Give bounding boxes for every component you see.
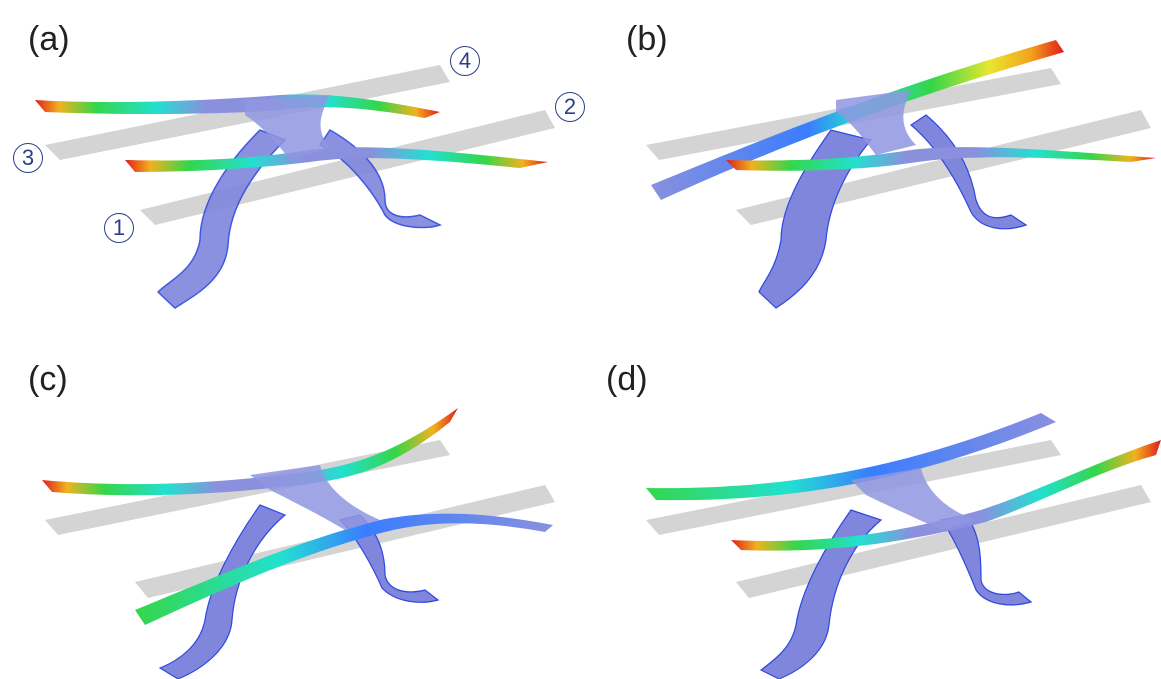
- central-hub: [250, 465, 380, 530]
- marker-2: 2: [555, 92, 585, 122]
- reference-strip-lower: [140, 110, 555, 225]
- panel-label: (d): [606, 360, 648, 398]
- leg-2: [939, 514, 1033, 606]
- panel-label: (c): [28, 360, 68, 398]
- reference-strip-upper: [646, 440, 1061, 535]
- marker-4: 4: [450, 46, 480, 76]
- panel-d: (d): [581, 340, 1161, 679]
- panel-label: (a): [28, 20, 70, 58]
- beam-upper: [35, 94, 440, 118]
- panel-b-figure: [646, 40, 1156, 309]
- marker-3: 3: [13, 143, 43, 173]
- central-hub: [851, 468, 976, 530]
- beam-lower: [135, 513, 553, 625]
- reference-strip-lower: [736, 110, 1151, 225]
- panel-c: (c): [0, 340, 580, 679]
- leg-1: [156, 129, 287, 309]
- leg-2: [909, 114, 1028, 230]
- panel-b: (b): [581, 0, 1161, 339]
- panel-c-figure: [42, 408, 555, 679]
- central-hub: [245, 95, 330, 160]
- beam-diagonal: [651, 40, 1064, 200]
- marker-1: 1: [104, 213, 134, 243]
- leg-1: [758, 129, 873, 309]
- panel-d-figure: [646, 413, 1161, 679]
- panel-a: (a) 4 2 3 1: [0, 0, 585, 339]
- beam-upper: [646, 413, 1056, 501]
- panel-a-figure: [35, 65, 555, 309]
- panel-label: (b): [626, 20, 668, 58]
- beam-lower: [726, 147, 1156, 171]
- beam-lower: [125, 147, 548, 172]
- beam-upper: [42, 408, 458, 496]
- central-hub: [836, 90, 916, 155]
